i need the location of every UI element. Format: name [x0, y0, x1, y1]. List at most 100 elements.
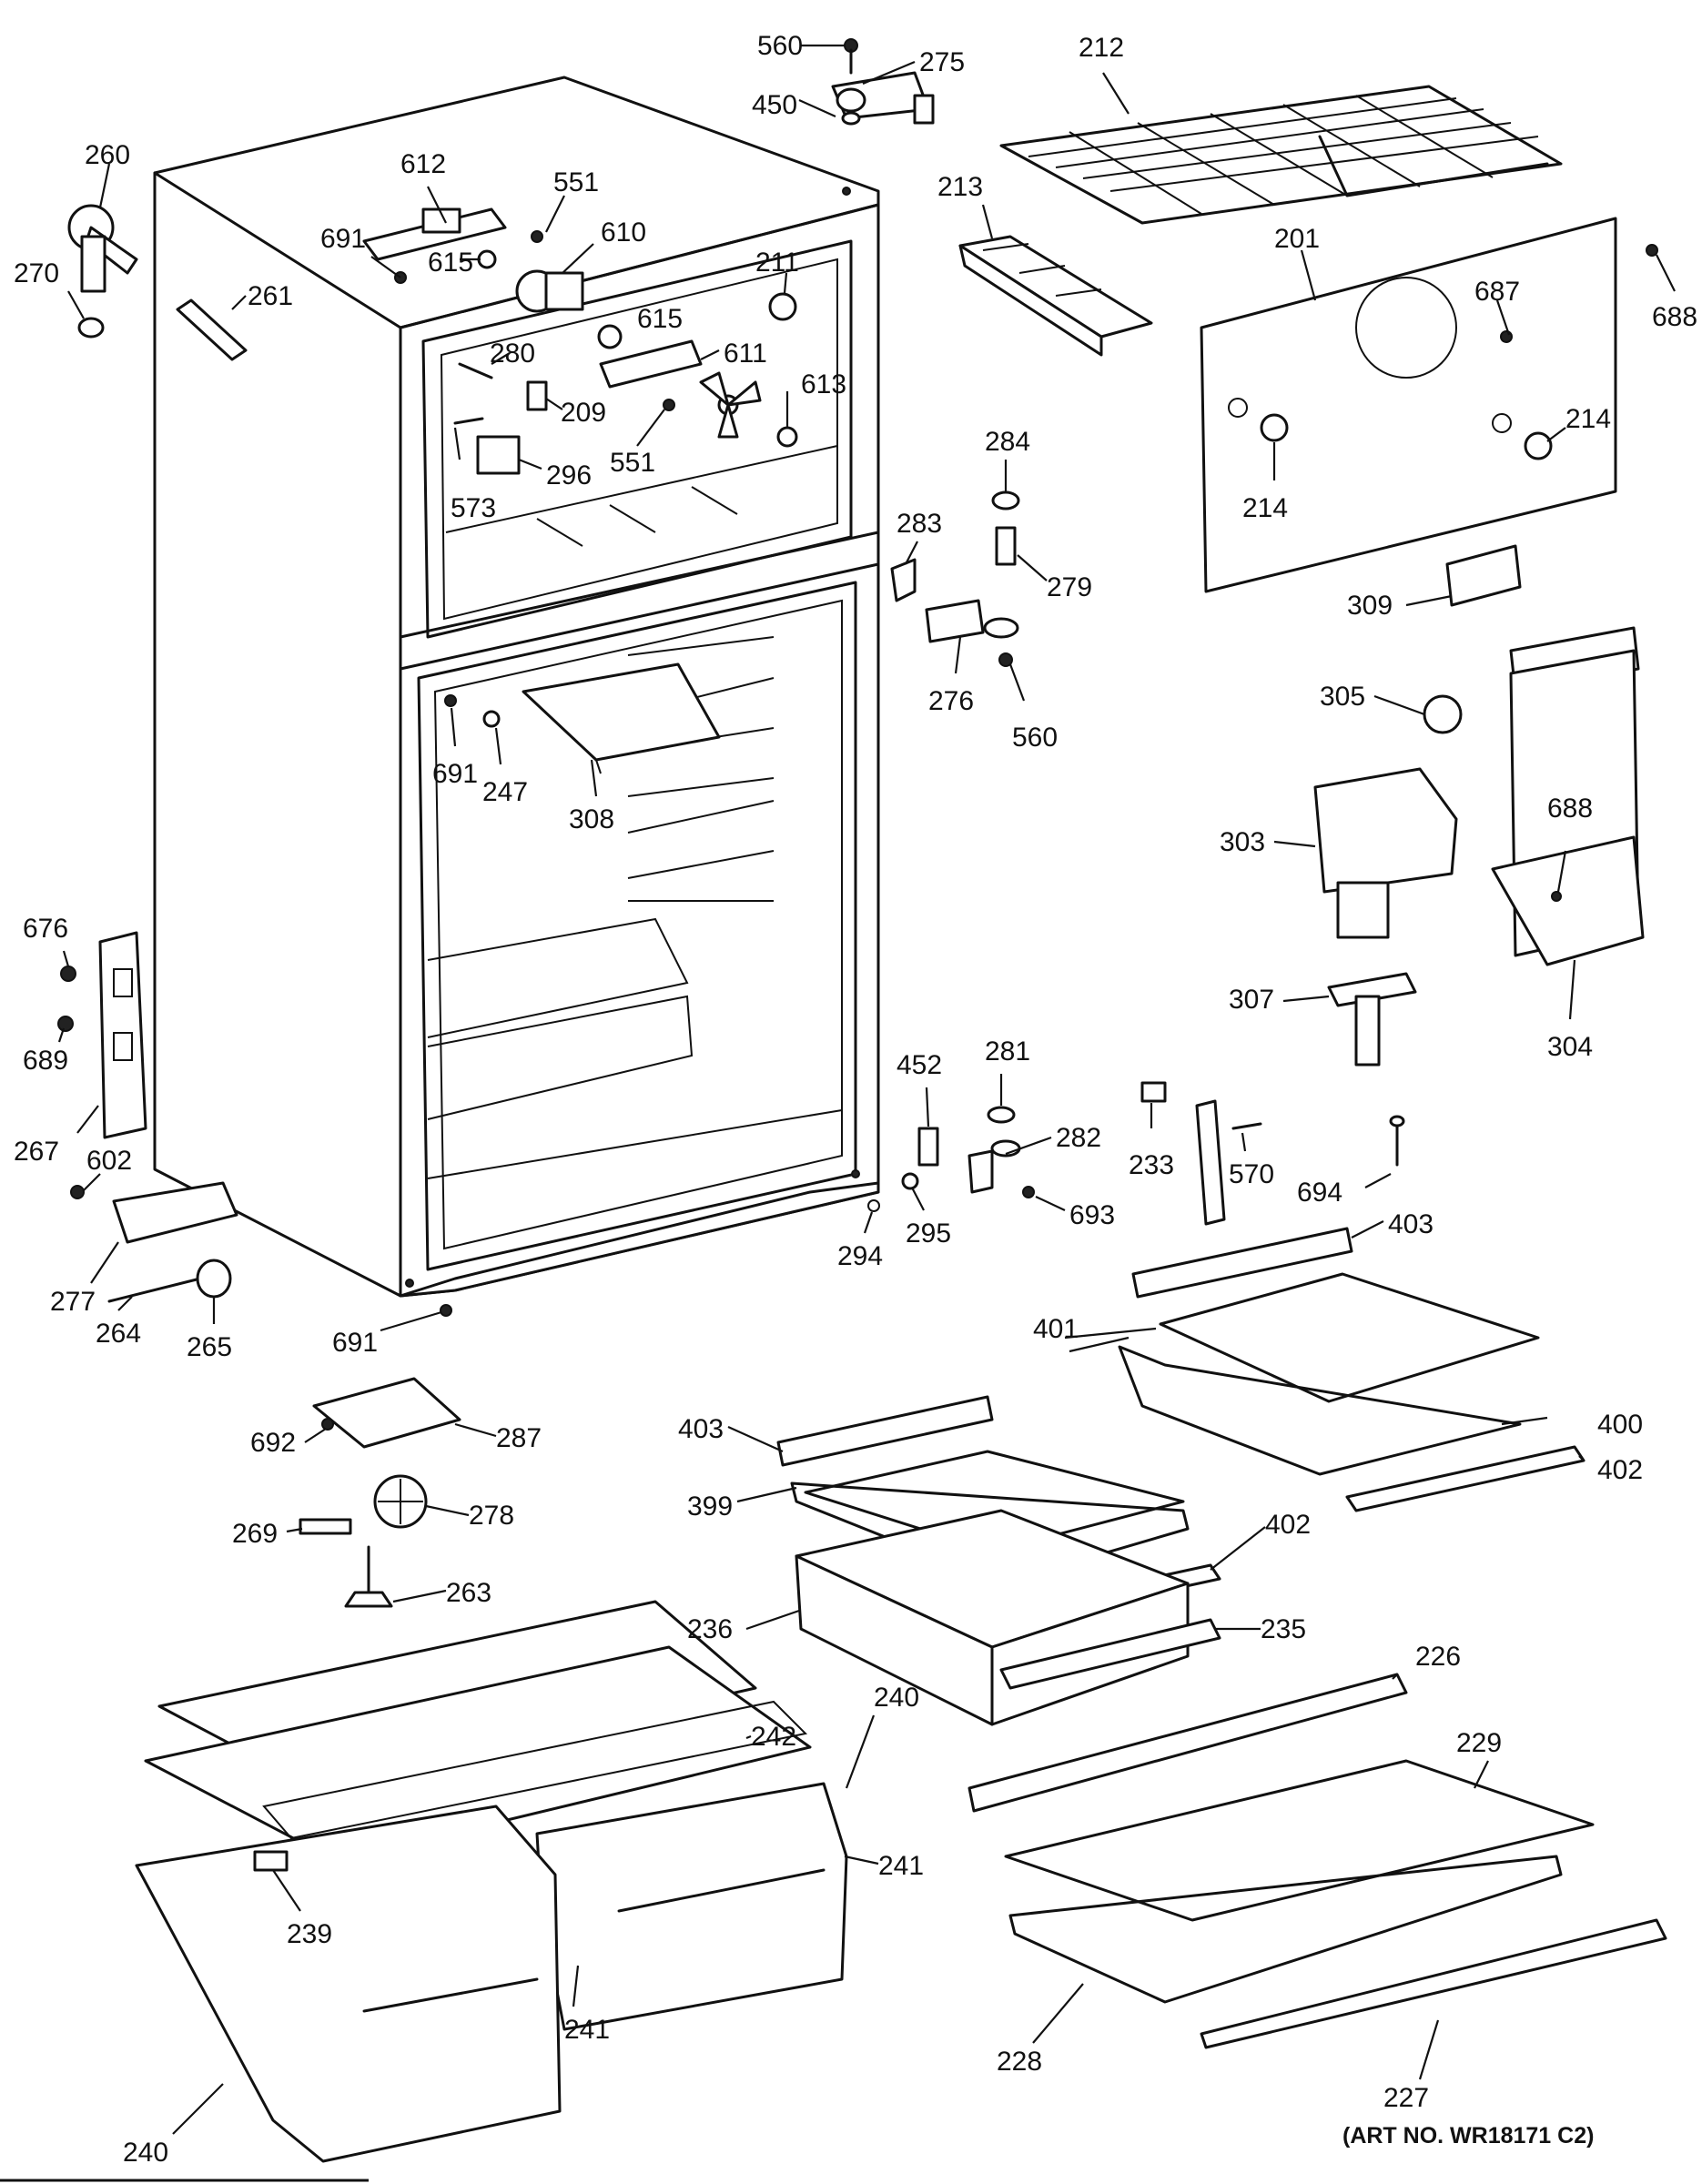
callout-610: 610 — [601, 217, 646, 248]
callout-560-mid: 560 — [1012, 723, 1058, 753]
callout-278: 278 — [469, 1501, 514, 1531]
left-side-parts — [57, 931, 452, 1317]
callout-242: 242 — [751, 1722, 796, 1752]
crisper-cover-shelf-group — [968, 1673, 1667, 2049]
callout-279: 279 — [1047, 572, 1092, 602]
callout-687: 687 — [1474, 277, 1520, 307]
callout-403-left: 403 — [678, 1414, 724, 1444]
freezer-control-parts — [362, 207, 798, 475]
callout-691-mid: 691 — [432, 759, 478, 789]
callout-236: 236 — [687, 1614, 733, 1644]
callout-275: 275 — [919, 47, 965, 77]
callout-226: 226 — [1415, 1642, 1461, 1672]
left-top-parts — [67, 204, 248, 361]
callout-229: 229 — [1456, 1728, 1502, 1758]
callout-615-right: 615 — [637, 304, 683, 334]
callout-283: 283 — [897, 509, 942, 539]
callout-214-right: 214 — [1565, 404, 1611, 434]
callout-691-bottom: 691 — [332, 1328, 378, 1358]
callout-281: 281 — [985, 1036, 1030, 1067]
callout-688-mid: 688 — [1547, 794, 1593, 824]
callout-692: 692 — [250, 1428, 296, 1458]
callout-270: 270 — [14, 258, 59, 288]
base-parts — [299, 1377, 461, 1608]
callout-308: 308 — [569, 804, 614, 834]
callout-689: 689 — [23, 1046, 68, 1076]
top-hinge — [831, 38, 935, 126]
callout-688-top: 688 — [1652, 302, 1697, 332]
callout-213: 213 — [937, 172, 983, 202]
callout-615-left: 615 — [428, 248, 473, 278]
callout-282: 282 — [1056, 1123, 1101, 1153]
callout-228: 228 — [997, 2047, 1042, 2077]
callout-303: 303 — [1220, 827, 1265, 857]
crisper-pans-group — [135, 1600, 848, 2163]
callout-276: 276 — [928, 686, 974, 716]
callout-247: 247 — [482, 777, 528, 807]
callout-241-right: 241 — [878, 1851, 924, 1881]
callout-612: 612 — [400, 149, 446, 179]
callout-227: 227 — [1383, 2083, 1429, 2113]
callout-277: 277 — [50, 1287, 96, 1317]
callout-304: 304 — [1547, 1032, 1593, 1062]
callout-401: 401 — [1033, 1314, 1079, 1344]
callout-201: 201 — [1274, 224, 1320, 254]
callout-209: 209 — [561, 398, 606, 428]
callout-240-left: 240 — [123, 2138, 168, 2168]
callout-402-mid: 402 — [1265, 1510, 1311, 1540]
callout-214-left: 214 — [1242, 493, 1288, 523]
callout-labels: 560 275 450 212 260 270 261 612 551 691 … — [14, 31, 1697, 2168]
wire-shelf — [999, 85, 1563, 225]
callout-267: 267 — [14, 1137, 59, 1167]
callout-676: 676 — [23, 914, 68, 944]
callout-400: 400 — [1597, 1410, 1643, 1440]
callout-573: 573 — [451, 493, 496, 523]
leader-lines — [57, 44, 1676, 2135]
meat-pan-cover — [444, 662, 721, 774]
callout-260: 260 — [85, 140, 130, 170]
shelf-support-parts — [1140, 1081, 1405, 1226]
drawer-group — [795, 1509, 1221, 1726]
callout-693: 693 — [1069, 1200, 1115, 1230]
callout-211: 211 — [755, 248, 799, 278]
callout-305: 305 — [1320, 682, 1365, 712]
callout-296: 296 — [546, 460, 592, 490]
duct-and-damper-parts — [1313, 626, 1645, 1067]
callout-560-top: 560 — [757, 31, 803, 61]
callout-294: 294 — [837, 1241, 883, 1271]
callout-263: 263 — [446, 1578, 491, 1608]
callout-241-left: 241 — [564, 2015, 610, 2045]
callout-402-right: 402 — [1597, 1455, 1643, 1485]
callout-452: 452 — [897, 1050, 942, 1080]
callout-450: 450 — [752, 90, 797, 120]
callout-399: 399 — [687, 1491, 733, 1522]
callout-309: 309 — [1347, 591, 1393, 621]
callout-551-top: 551 — [553, 167, 599, 197]
center-hinge-parts — [890, 490, 1020, 667]
callout-284: 284 — [985, 427, 1030, 457]
callout-239: 239 — [287, 1919, 332, 1949]
callout-280: 280 — [490, 339, 535, 369]
callout-694: 694 — [1297, 1178, 1342, 1208]
callout-613: 613 — [801, 369, 846, 399]
cabinet-drawing — [153, 76, 880, 1298]
ice-tray — [958, 235, 1153, 357]
callout-570: 570 — [1229, 1159, 1274, 1189]
callout-287: 287 — [496, 1423, 542, 1453]
callout-240-right: 240 — [874, 1683, 919, 1713]
callout-403-right: 403 — [1388, 1209, 1434, 1239]
art-number: (ART NO. WR18171 C2) — [1342, 2123, 1594, 2149]
callout-264: 264 — [96, 1319, 141, 1349]
callout-307: 307 — [1229, 985, 1274, 1015]
callout-233: 233 — [1129, 1150, 1174, 1180]
callout-611: 611 — [724, 339, 767, 369]
evaporator-cover — [1200, 217, 1658, 607]
callout-261: 261 — [248, 281, 293, 311]
callout-295: 295 — [906, 1218, 951, 1249]
callout-551-mid: 551 — [610, 448, 655, 478]
callout-691-top: 691 — [320, 224, 366, 254]
callout-265: 265 — [187, 1332, 232, 1362]
callout-269: 269 — [232, 1519, 278, 1549]
callout-602: 602 — [86, 1146, 132, 1176]
